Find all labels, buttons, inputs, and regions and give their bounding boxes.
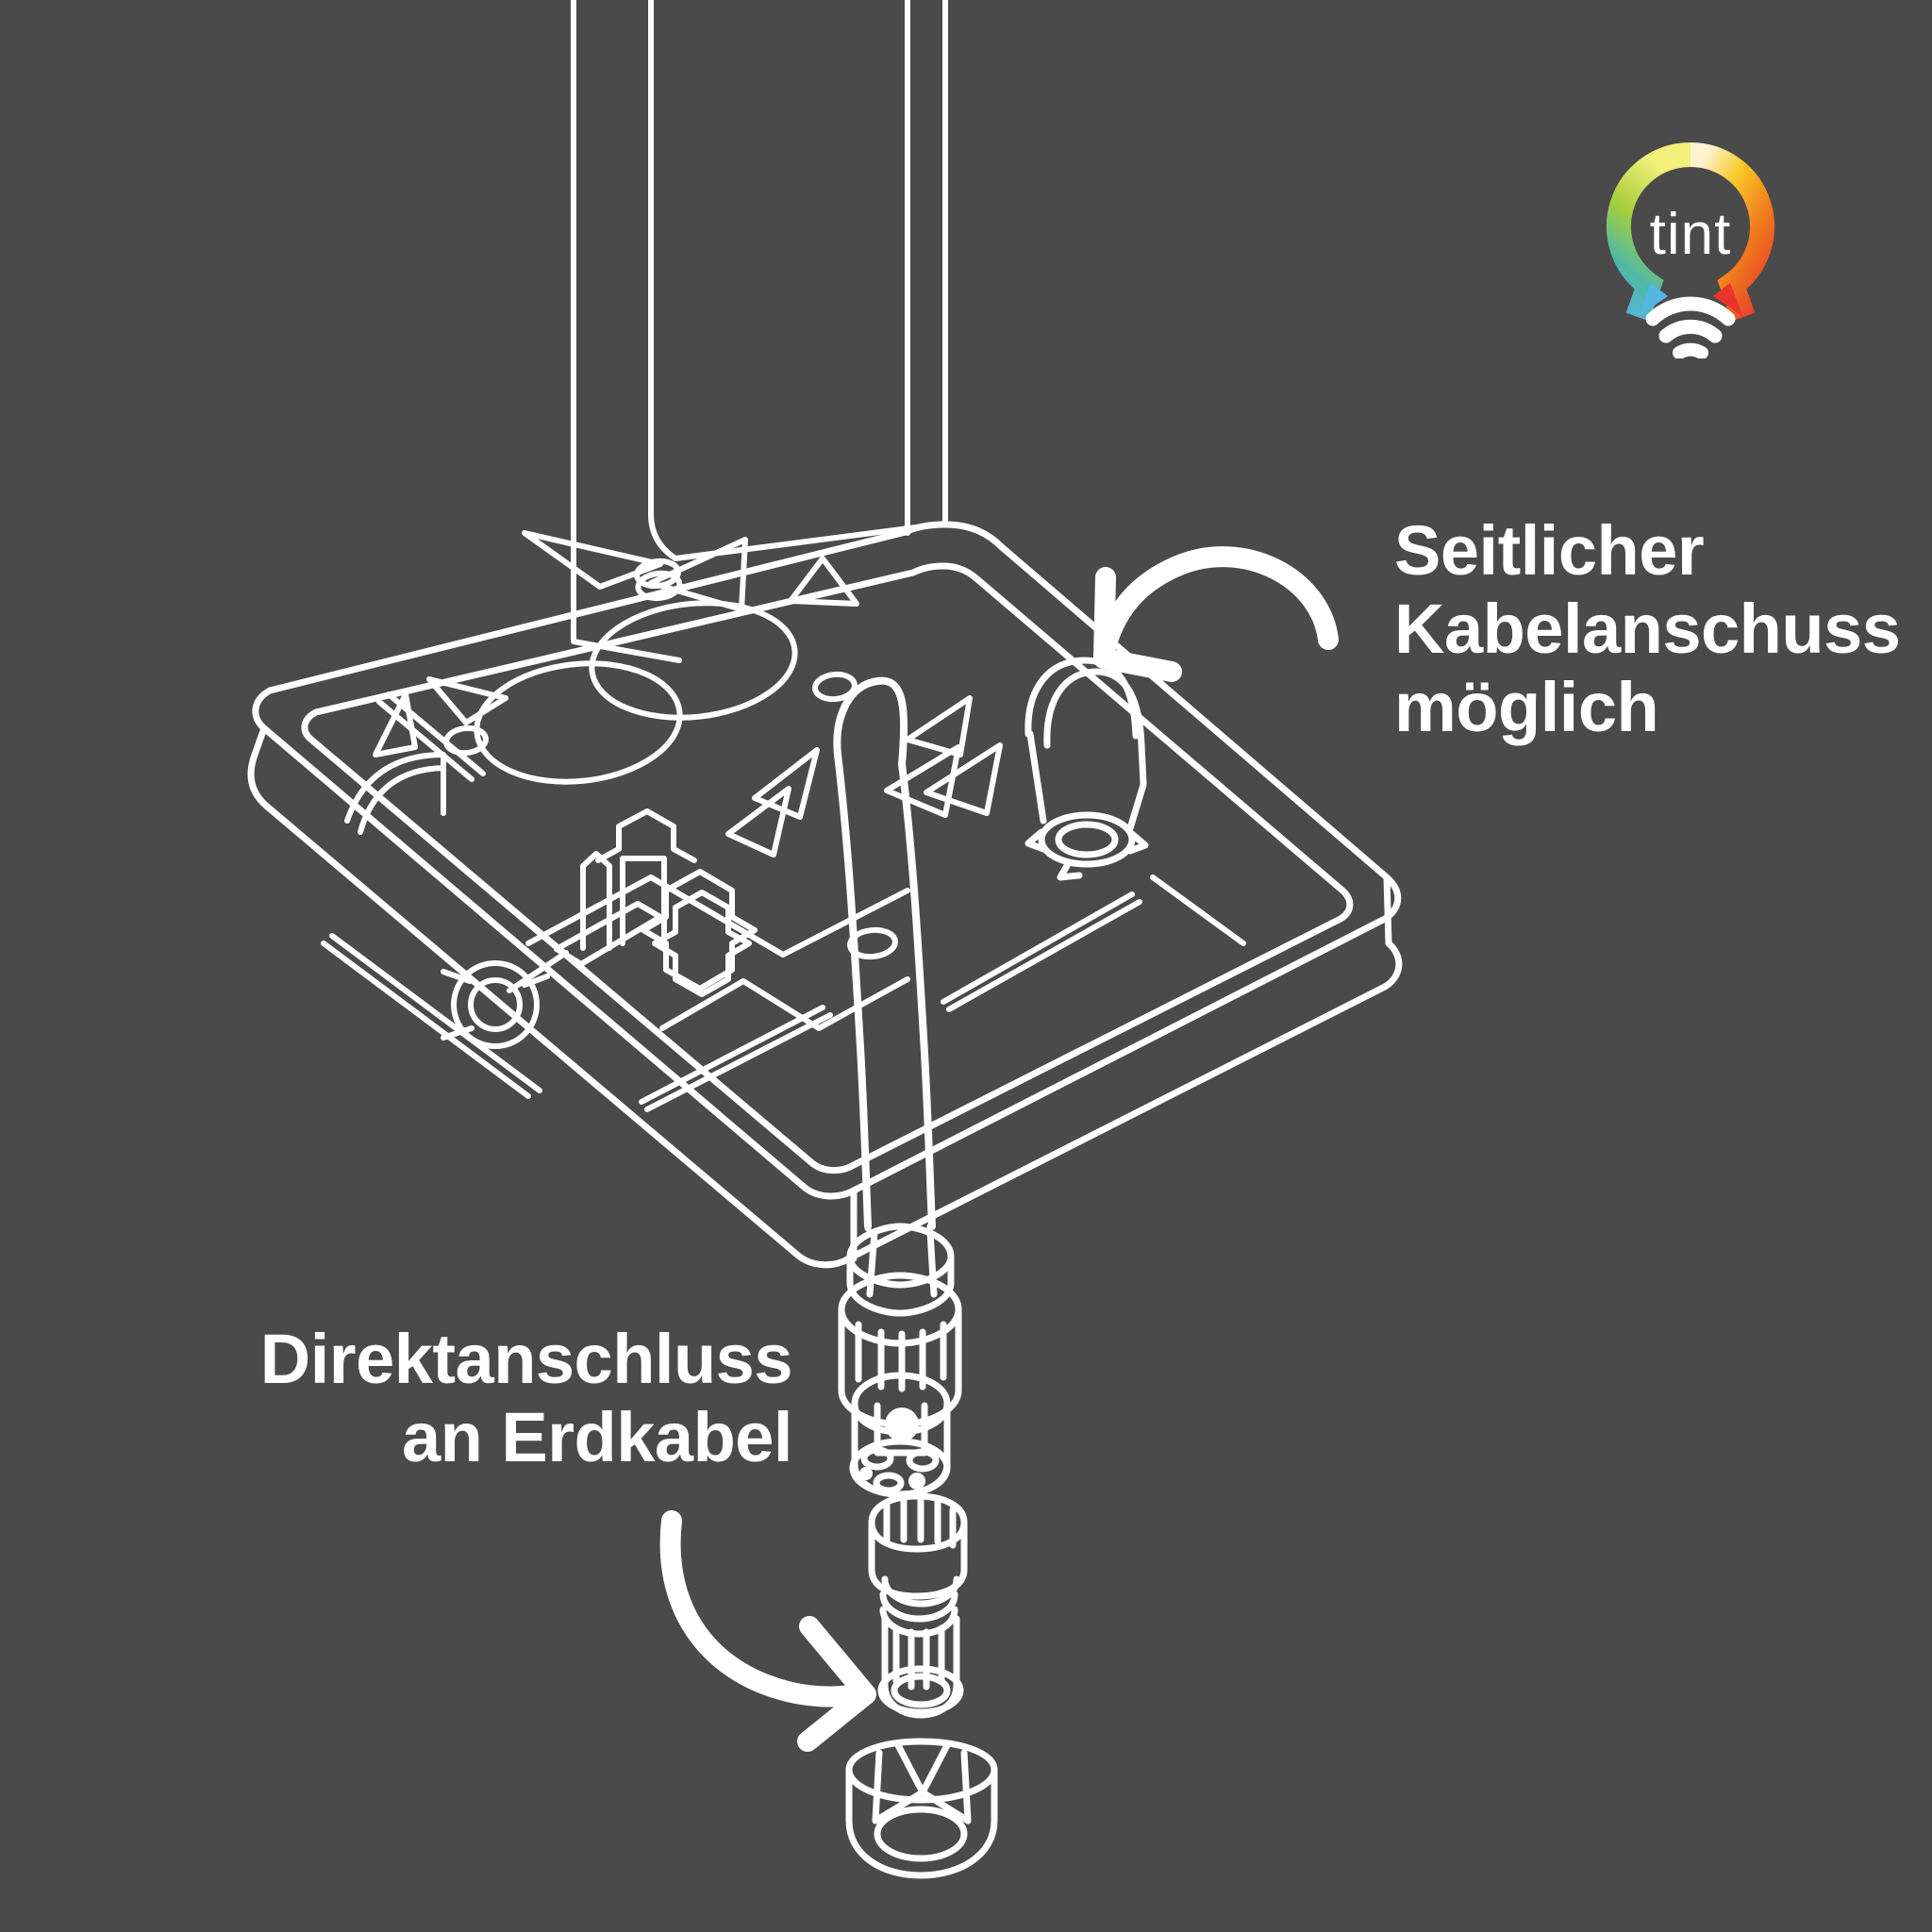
cross-shaped-bracket xyxy=(554,808,758,997)
callout-side-line-1: Seitlicher xyxy=(1394,511,1705,590)
curved-arrow-down-left-icon xyxy=(1093,546,1339,682)
callout-direct-connection: Direktanschluss an Erdkabel xyxy=(170,1320,793,1477)
tint-wordmark: tint xyxy=(1649,202,1732,267)
threaded-gland-nut xyxy=(868,1492,968,1719)
earth-cable xyxy=(833,676,936,1230)
callout-side-cable-connection: Seitlicher Kabelanschuss möglich xyxy=(1394,511,1923,747)
base-plate-housing xyxy=(247,521,1403,1269)
side-cable-knockout xyxy=(1024,657,1149,881)
internal-ribs xyxy=(321,530,1246,1112)
lamp-post-column xyxy=(571,0,948,663)
callout-direct-line-1: Direktanschluss xyxy=(259,1320,793,1398)
tint-bulb-gradient-ring-icon xyxy=(1606,142,1775,358)
hex-cap-nut xyxy=(845,1738,998,1879)
callout-side-line-3: möglich xyxy=(1394,667,1659,746)
plug-connector-male xyxy=(838,1223,962,1498)
curved-arrow-down-right-icon xyxy=(659,1510,876,1752)
callout-direct-line-2: an Erdkabel xyxy=(401,1397,793,1476)
callout-side-line-2: Kabelanschuss xyxy=(1394,589,1901,668)
